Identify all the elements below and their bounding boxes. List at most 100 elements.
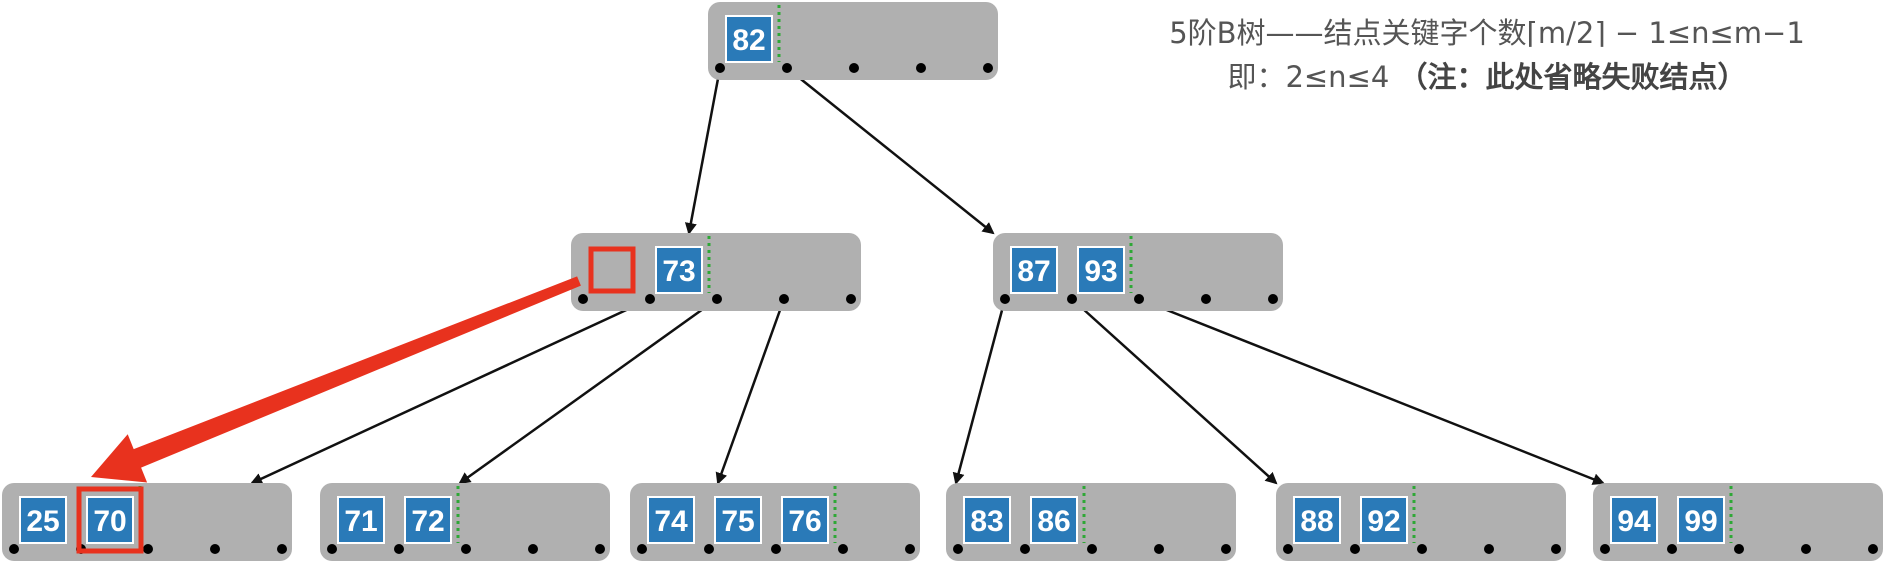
child-pointer-dot [645,294,655,304]
child-pointer-dot [953,544,963,554]
key-cell [714,496,762,544]
child-pointer-dot [1734,544,1744,554]
child-pointer-dot [1417,544,1427,554]
key-value: 93 [1084,255,1117,288]
btree-node-root: 82 [708,2,998,80]
tree-edge [1138,297,1605,485]
btree-node-n-73: 73 [571,233,861,311]
key-cell [404,496,452,544]
highlight-box [588,246,636,294]
node-box [1276,483,1566,561]
key-count-range-note: 即：2≤n≤4 （注：此处省略失败结点） [1122,54,1852,96]
key-value: 74 [654,505,688,538]
tree-edge [952,298,1007,485]
btree-node-leaf-71-72: 71 72 [320,483,610,561]
highlight-overlay [76,246,636,554]
child-pointer-dot [1868,544,1878,554]
key-cell [1010,246,1058,294]
child-pointer-dot [782,63,792,73]
child-pointer-dot [779,294,789,304]
child-pointer-dot [1268,294,1278,304]
key-value: 76 [788,505,821,538]
key-value: 99 [1684,505,1717,538]
key-value: 73 [662,255,695,288]
key-cell [1677,496,1725,544]
child-pointer-dot [210,544,220,554]
key-cell [1293,496,1341,544]
child-pointer-dot [1600,544,1610,554]
key-value: 71 [344,505,377,538]
node-box [946,483,1236,561]
key-value: 86 [1037,505,1070,538]
child-pointer-dot [394,544,404,554]
child-pointer-dot [1154,544,1164,554]
child-pointer-dot [846,294,856,304]
child-pointer-dot [704,544,714,554]
tree-edge [458,297,718,485]
highlight-box [76,486,144,554]
child-pointer-dot [528,544,538,554]
key-cell [337,496,385,544]
child-pointer-dot [143,544,153,554]
child-pointer-dot [1020,544,1030,554]
child-pointer-dot [1283,544,1293,554]
key-value: 25 [26,505,59,538]
key-cell [655,246,703,294]
key-cell [725,15,773,63]
key-value: 92 [1367,505,1400,538]
key-value: 72 [411,505,444,538]
child-pointer-dot [1067,294,1077,304]
child-pointer-dot [327,544,337,554]
tree-edges [250,67,1605,485]
node-box [630,483,920,561]
child-pointer-dot [1087,544,1097,554]
key-count-range: 即：2≤n≤4 [1227,60,1399,94]
highlight-arrow [91,276,581,483]
key-value: 87 [1017,255,1050,288]
btree-node-leaf-25-70: 25 70 [2,483,292,561]
node-box [571,233,861,311]
child-pointer-dot [595,544,605,554]
child-pointer-dot [1201,294,1211,304]
child-pointer-dot [9,544,19,554]
btree-node-n-87-93: 87 93 [993,233,1283,311]
tree-edge [684,67,722,235]
key-cell [781,496,829,544]
child-pointer-dot [1801,544,1811,554]
child-pointer-dot [1667,544,1677,554]
child-pointer-dot [849,63,859,73]
child-pointer-dot [838,544,848,554]
key-value: 75 [721,505,754,538]
child-pointer-dot [771,544,781,554]
key-cell [1077,246,1125,294]
child-pointer-dot [905,544,915,554]
child-pointer-dot [277,544,287,554]
child-pointer-dot [1350,544,1360,554]
key-value: 88 [1300,505,1333,538]
key-cell [86,496,134,544]
key-cell [1360,496,1408,544]
child-pointer-dot [916,63,926,73]
child-pointer-dot [1000,294,1010,304]
child-pointer-dot [637,544,647,554]
key-cell [19,496,67,544]
node-box [1593,483,1883,561]
child-pointer-dot [715,63,725,73]
btree-node-leaf-74-75-76: 74 75 76 [630,483,920,561]
node-box [993,233,1283,311]
key-value: 70 [93,505,126,538]
child-pointer-dot [1551,544,1561,554]
tree-edge [250,297,651,485]
tree-edge [715,298,786,485]
key-cell [1610,496,1658,544]
child-pointer-dot [578,294,588,304]
key-value: 82 [732,24,765,57]
tree-edge [1071,298,1278,485]
tree-edge [786,67,995,235]
node-box [2,483,292,561]
key-cell [1030,496,1078,544]
